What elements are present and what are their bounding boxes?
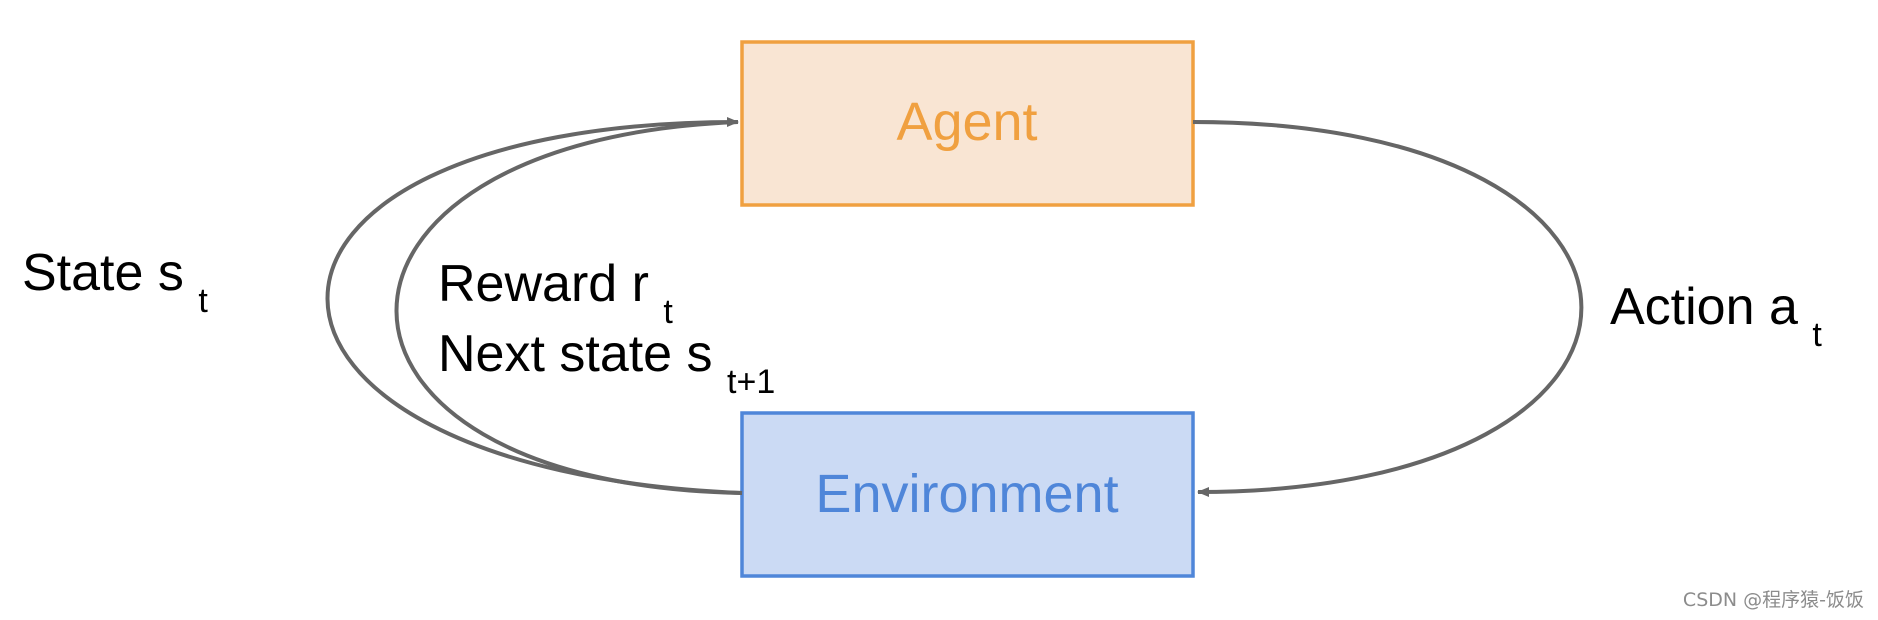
reward-label-main: Reward r: [438, 255, 649, 313]
agent-label: Agent: [896, 92, 1037, 152]
watermark: CSDN @程序猿-饭饭: [1682, 589, 1864, 611]
environment-box: [740, 411, 1195, 578]
environment-label: Environment: [815, 464, 1118, 524]
action-arrow: [1192, 120, 1584, 497]
reward-arrow: [394, 120, 743, 495]
next-state-label: Next state s t+1: [438, 325, 775, 401]
state-label-main: State s: [22, 244, 184, 302]
reward-label-sub: t: [663, 293, 673, 331]
agent-box: [740, 40, 1195, 207]
state-label-sub: t: [198, 282, 208, 320]
next-state-label-sub: t+1: [727, 363, 775, 401]
action-label: Action a t: [1610, 278, 1822, 354]
next-state-label-main: Next state s: [438, 325, 713, 383]
state-arrow: [325, 117, 743, 495]
state-label: State s t: [22, 244, 208, 320]
action-label-sub: t: [1812, 316, 1822, 354]
reward-label: Reward r t: [438, 255, 673, 331]
action-label-main: Action a: [1610, 278, 1798, 336]
